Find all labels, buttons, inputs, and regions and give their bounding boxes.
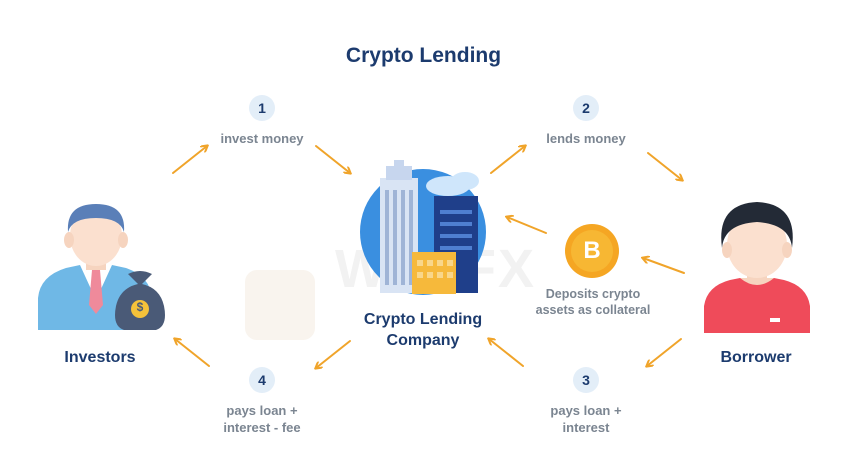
arrow-step4-to-investors bbox=[175, 339, 210, 367]
step-3-text: pays loan + interest bbox=[550, 403, 622, 435]
bitcoin-symbol: B bbox=[583, 237, 601, 264]
arrow-step3-to-company bbox=[489, 339, 524, 367]
money-bag-symbol: $ bbox=[136, 300, 144, 314]
arrow-company-to-step2 bbox=[490, 146, 525, 174]
company-label: Crypto Lending Company bbox=[363, 311, 483, 349]
arrow-investors-to-step1 bbox=[172, 146, 207, 174]
arrow-step2-to-borrower bbox=[647, 152, 682, 180]
arrow-borrower-to-bitcoin bbox=[643, 258, 685, 274]
step-1-text: invest money bbox=[220, 131, 304, 146]
step-4-badge: 4 bbox=[249, 367, 275, 393]
arrow-bitcoin-to-company bbox=[507, 217, 547, 234]
borrower-label: Borrower bbox=[720, 349, 792, 366]
step-3-badge: 3 bbox=[573, 367, 599, 393]
arrow-borrower-to-step3 bbox=[647, 338, 682, 366]
arrow-company-to-step4 bbox=[316, 340, 351, 368]
investors-label: Investors bbox=[64, 349, 136, 366]
step-4-text: pays loan + interest - fee bbox=[223, 403, 301, 435]
step-1-badge: 1 bbox=[249, 95, 275, 121]
arrow-step1-to-company bbox=[315, 145, 350, 173]
step-2-text: lends money bbox=[546, 131, 626, 146]
step-2-badge: 2 bbox=[573, 95, 599, 121]
collateral-note: Deposits crypto assets as collateral bbox=[535, 287, 651, 317]
page-title: Crypto Lending bbox=[345, 44, 502, 67]
